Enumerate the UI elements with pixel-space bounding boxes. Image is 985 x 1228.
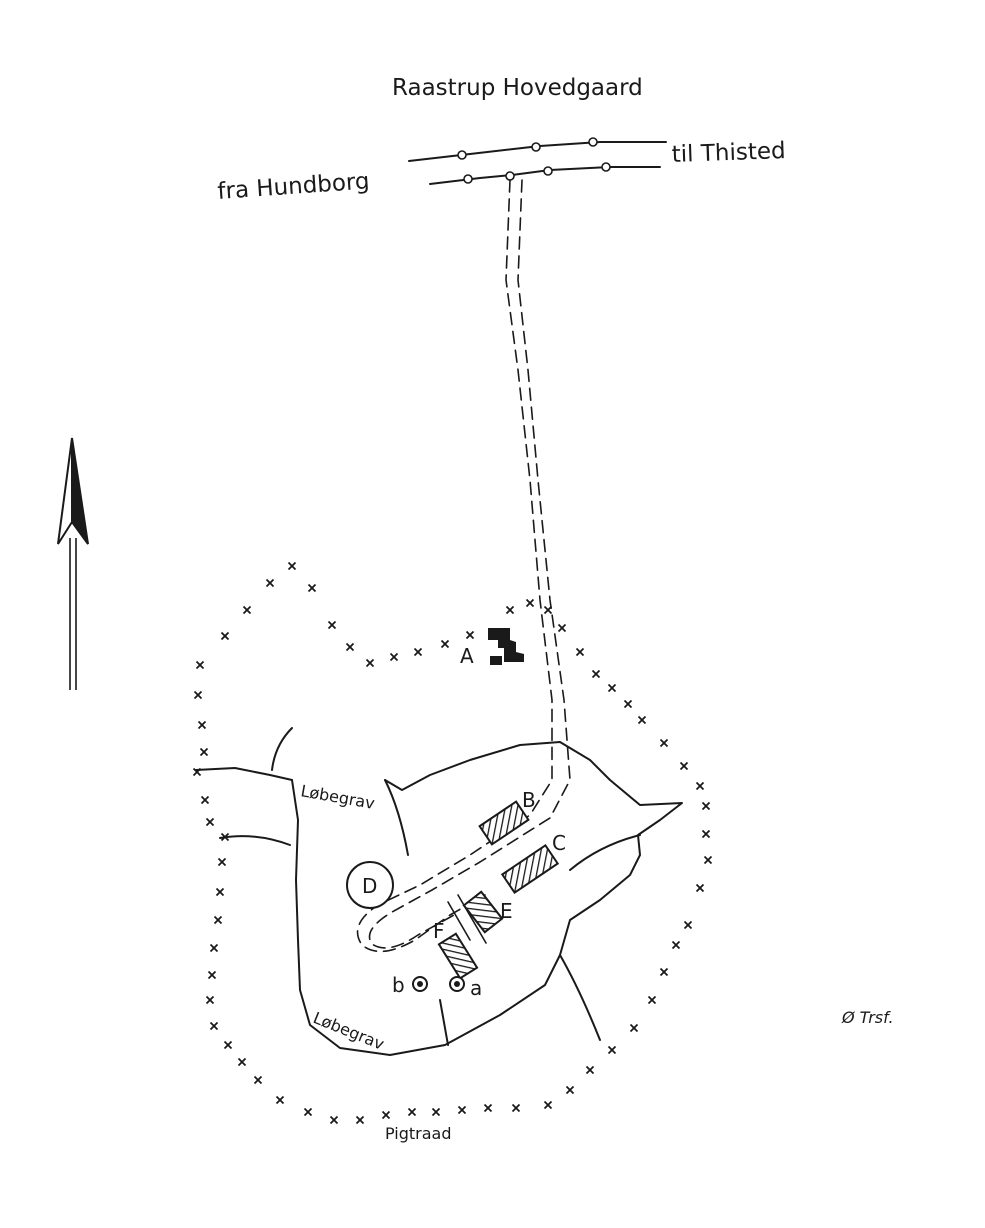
fence-mark xyxy=(659,967,669,977)
fence-mark xyxy=(465,630,475,640)
fence-mark xyxy=(329,1115,339,1125)
fence-mark xyxy=(695,883,705,893)
fence-mark xyxy=(253,1075,263,1085)
fence-mark xyxy=(200,795,210,805)
structure-d xyxy=(346,861,394,909)
fence-mark xyxy=(389,652,399,662)
fence-mark xyxy=(197,720,207,730)
label-f-building: F xyxy=(433,919,445,943)
barbed-wire-fence xyxy=(192,561,713,1125)
label-b-building: B xyxy=(522,788,536,812)
map-title: Raastrup Hovedgaard xyxy=(392,75,643,101)
fence-mark xyxy=(381,1110,391,1120)
fence-mark xyxy=(327,620,337,630)
road-posts xyxy=(457,137,611,184)
access-lane xyxy=(356,179,571,953)
fence-mark xyxy=(209,1021,219,1031)
fence-mark xyxy=(205,995,215,1005)
label-a-building: A xyxy=(460,644,474,668)
label-b-point: b xyxy=(392,973,405,997)
signature: Ø Trsf. xyxy=(841,1008,894,1027)
fence-mark xyxy=(345,642,355,652)
fence-mark xyxy=(355,1115,365,1125)
fence-mark xyxy=(703,855,713,865)
fence-mark xyxy=(607,1045,617,1055)
fence-mark xyxy=(629,1023,639,1033)
fence-mark xyxy=(413,647,423,657)
fence-label: Pigtraad xyxy=(385,1124,452,1143)
fence-mark xyxy=(683,920,693,930)
fence-mark xyxy=(701,829,711,839)
fence-mark xyxy=(220,631,230,641)
fence-mark xyxy=(695,781,705,791)
fence-mark xyxy=(679,761,689,771)
fence-mark xyxy=(287,561,297,571)
fence-mark xyxy=(440,639,450,649)
road-label-from: fra Hundborg xyxy=(217,168,371,205)
label-a-point: a xyxy=(470,976,482,1000)
fence-mark xyxy=(701,801,711,811)
label-e-building: E xyxy=(500,899,513,923)
fence-mark xyxy=(242,605,252,615)
fence-mark xyxy=(431,1107,441,1117)
building-a xyxy=(488,628,524,665)
fence-mark xyxy=(237,1057,247,1067)
fence-mark xyxy=(671,940,681,950)
fence-mark xyxy=(365,658,375,668)
fence-mark xyxy=(195,660,205,670)
fence-mark xyxy=(193,690,203,700)
fence-mark xyxy=(565,1085,575,1095)
fence-mark xyxy=(213,915,223,925)
fence-mark xyxy=(511,1103,521,1113)
fence-mark xyxy=(637,715,647,725)
building-e xyxy=(462,890,504,934)
point-b-icon xyxy=(412,976,428,992)
north-arrow-icon xyxy=(57,437,89,690)
fence-mark xyxy=(215,887,225,897)
fence-mark xyxy=(307,583,317,593)
label-c-building: C xyxy=(552,831,566,855)
fence-mark xyxy=(557,623,567,633)
fence-mark xyxy=(205,817,215,827)
building-f xyxy=(437,894,487,980)
road-label-to: til Thisted xyxy=(671,138,786,168)
fence-mark xyxy=(647,995,657,1005)
fence-mark xyxy=(303,1107,313,1117)
fence-mark xyxy=(483,1103,493,1113)
fence-mark xyxy=(505,605,515,615)
fence-mark xyxy=(407,1107,417,1117)
fence-mark xyxy=(207,970,217,980)
fence-mark xyxy=(457,1105,467,1115)
ditch-label-upper: Løbegrav xyxy=(299,781,376,813)
fence-mark xyxy=(591,669,601,679)
label-d: D xyxy=(362,874,377,898)
fence-mark xyxy=(275,1095,285,1105)
main-road xyxy=(408,137,667,185)
fence-mark xyxy=(659,738,669,748)
ditch-label-lower: Løbegrav xyxy=(311,1008,387,1054)
fence-mark xyxy=(543,1100,553,1110)
area-outline xyxy=(195,727,683,1056)
fence-mark xyxy=(585,1065,595,1075)
fence-mark xyxy=(575,647,585,657)
building-b xyxy=(478,800,530,846)
fence-mark xyxy=(543,605,553,615)
fence-mark xyxy=(623,699,633,709)
point-a-icon xyxy=(449,976,465,992)
fence-mark xyxy=(265,578,275,588)
fence-mark xyxy=(199,747,209,757)
fence-mark xyxy=(209,943,219,953)
fence-mark xyxy=(607,683,617,693)
fence-mark xyxy=(223,1040,233,1050)
building-c xyxy=(500,843,560,895)
fence-mark xyxy=(525,598,535,608)
fence-mark xyxy=(217,857,227,867)
